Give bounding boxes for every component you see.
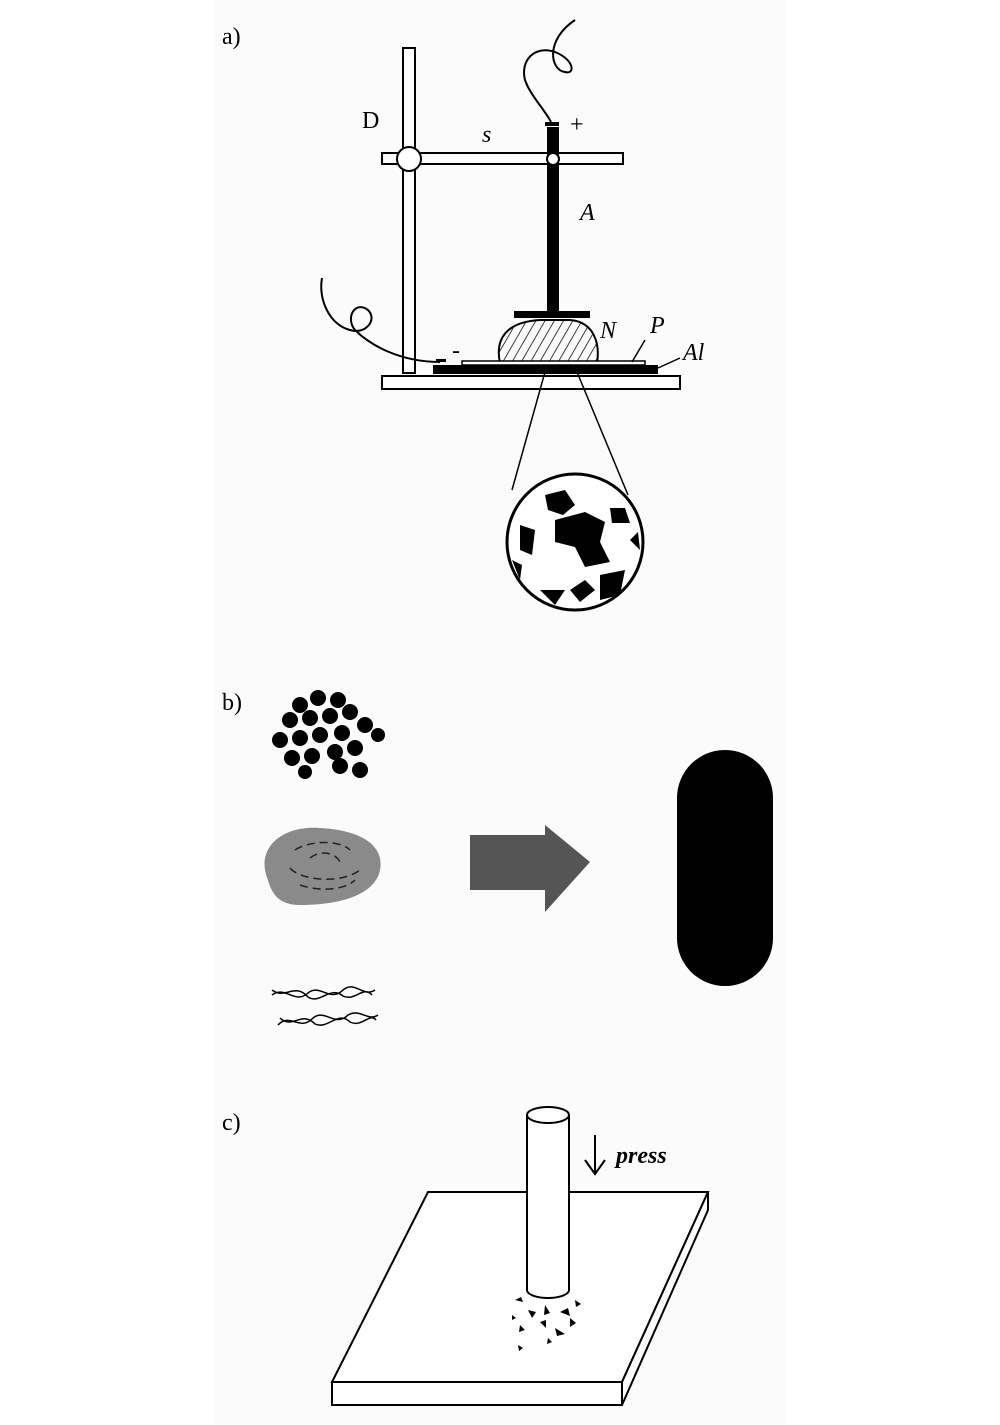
panel-c-label: c)	[222, 1110, 241, 1136]
leader-al	[657, 357, 681, 369]
label-p: P	[649, 313, 665, 339]
process-arrow-icon	[470, 825, 590, 912]
black-particles	[272, 690, 385, 779]
fragments	[512, 1297, 581, 1351]
positive-wire	[523, 19, 576, 123]
pressed-pellet	[677, 750, 773, 986]
fibers	[271, 986, 379, 1026]
press-foot	[514, 311, 590, 318]
paper-p	[461, 360, 646, 366]
press-label: press	[614, 1143, 667, 1169]
panel-c: c) press	[222, 1106, 710, 1406]
positive-terminal	[545, 122, 559, 126]
stand-post	[402, 47, 416, 374]
panel-b-label: b)	[222, 690, 242, 716]
negative-wire	[320, 277, 441, 363]
leader-p	[631, 339, 646, 363]
down-arrow-icon	[584, 1135, 606, 1176]
panel-a: a) D s + - A N P Al	[222, 19, 705, 612]
gray-blob	[264, 827, 381, 905]
label-n: N	[599, 318, 618, 344]
label-al: Al	[681, 340, 705, 366]
anode-rod	[547, 127, 559, 313]
zoom-line-left	[511, 371, 546, 491]
sample-n	[497, 319, 599, 364]
aluminium-plate	[433, 365, 658, 374]
crossbar	[381, 152, 624, 165]
label-plus: +	[570, 112, 584, 138]
negative-terminal	[436, 359, 446, 362]
microstructure-magnified-view	[505, 472, 645, 612]
press-cylinder	[526, 1106, 570, 1299]
clamp-joint	[396, 146, 422, 172]
label-a: A	[578, 200, 595, 226]
label-s: s	[482, 122, 491, 148]
label-d: D	[362, 108, 379, 134]
base-plate	[381, 375, 681, 390]
zoom-line-right	[576, 371, 629, 496]
rod-joint	[546, 152, 560, 166]
label-minus: -	[452, 338, 460, 364]
panel-b: b)	[222, 690, 773, 1026]
base-slab	[330, 1191, 710, 1406]
panel-a-label: a)	[222, 24, 241, 50]
